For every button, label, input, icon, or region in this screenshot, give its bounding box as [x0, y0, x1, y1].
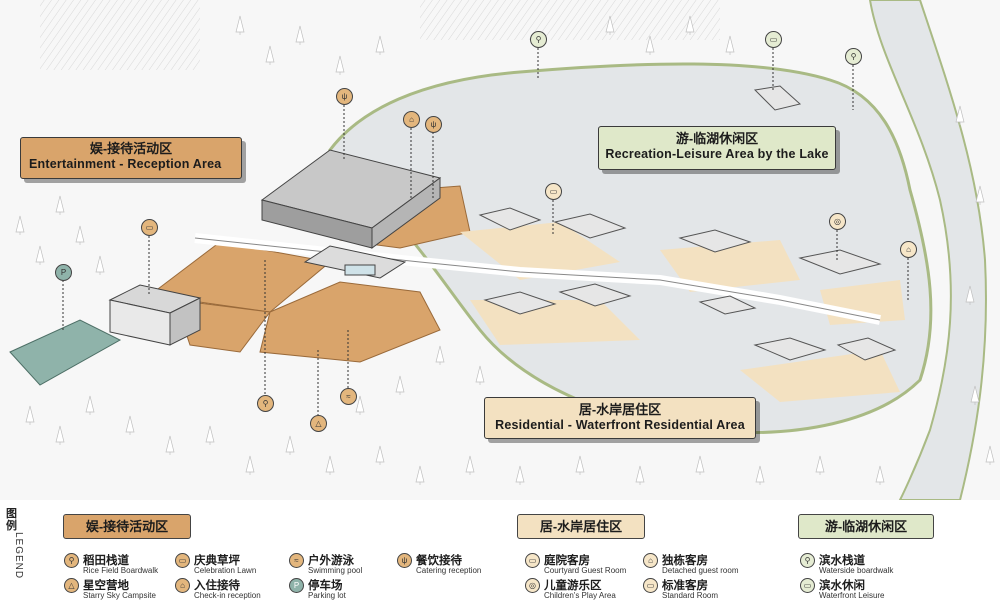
person-walking-icon: ⚲ [64, 553, 79, 568]
zone-entertainment-en: Entertainment - Reception Area [29, 157, 222, 172]
legend-courtyard-en: Courtyard Guest Room [544, 566, 627, 575]
house-icon: ⌂ [900, 241, 917, 258]
person-walking-icon: ⚲ [257, 395, 274, 412]
callout-lines [62, 48, 909, 415]
legend-boardwalk-en: Waterside boardwalk [819, 566, 894, 575]
hatched-field-top [420, 0, 720, 40]
legend-lawn-en: Celebration Lawn [194, 566, 257, 575]
zone-recreation-en: Recreation-Leisure Area by the Lake [605, 147, 829, 162]
tent-icon: △ [310, 415, 327, 432]
hatched-field-left [40, 0, 200, 70]
legend-checkin-en: Check-in reception [194, 591, 261, 600]
parking-lot-area [9, 319, 122, 386]
legend-head-entertainment: 娱-接待活动区 [63, 514, 191, 539]
zone-residential-en: Residential - Waterfront Residential Are… [495, 418, 745, 433]
person-walking-icon-2: ⚲ [800, 553, 815, 568]
res-pad-4 [740, 350, 900, 402]
legend-catering-cn: 餐饮接待 [416, 555, 462, 567]
legend-rice-field-cn: 稻田栈道 [83, 555, 129, 567]
legend-boardwalk-cn: 滨水栈道 [819, 555, 865, 567]
person-walking-icon-2: ⚲ [530, 31, 547, 48]
legend-head-recreation: 游-临湖休闲区 [798, 514, 934, 539]
cutlery-icon: ψ [397, 553, 412, 568]
cutlery-icon: ψ [336, 88, 353, 105]
legend-standard-en: Standard Room [662, 591, 719, 600]
reception-building [260, 149, 442, 249]
legend-parking-cn: 停车场 [308, 580, 343, 592]
legend-play-en: Children's Play Area [544, 591, 616, 600]
play-icon: ◎ [829, 213, 846, 230]
person-walking-icon-3: ⚲ [845, 48, 862, 65]
legend-leisure-en: Waterfront Leisure [819, 591, 885, 600]
room-icon: ▭ [643, 578, 658, 593]
legend-pool-cn: 户外游泳 [308, 555, 354, 567]
zone-label-recreation: 游-临湖休闲区 Recreation-Leisure Area by the L… [598, 126, 836, 170]
rice-field-c [259, 281, 441, 363]
swimmer-icon: ≈ [289, 553, 304, 568]
zone-recreation-cn: 游-临湖休闲区 [675, 131, 759, 146]
legend-campsite-en: Starry Sky Campsite [83, 591, 156, 600]
pool-building [303, 245, 407, 279]
river [868, 0, 987, 500]
legend-play-cn: 儿童游乐区 [544, 580, 602, 592]
cutlery-icon-2: ψ [425, 116, 442, 133]
legend-parking-en: Parking lot [308, 591, 346, 600]
reception-icon: ⌂ [403, 111, 420, 128]
legend-lawn-cn: 庆典草坪 [194, 555, 240, 567]
leisure-icon: ▭ [800, 578, 815, 593]
room-icon: ▭ [545, 183, 562, 200]
lawn-icon: ▭ [141, 219, 158, 236]
legend-detached-en: Detached guest room [662, 566, 739, 575]
legend-pool-en: Swimming pool [308, 566, 363, 575]
legend-detached-cn: 独栋客房 [662, 555, 708, 567]
house-icon: ⌂ [643, 553, 658, 568]
tent-icon: △ [64, 578, 79, 593]
play-icon: ◎ [525, 578, 540, 593]
zone-residential-cn: 居-水岸居住区 [578, 402, 662, 417]
legend-campsite-cn: 星空营地 [83, 580, 129, 592]
checkin-building [108, 284, 202, 346]
legend-title-en: LEGEND [13, 532, 24, 580]
legend-catering-en: Catering reception [416, 566, 482, 575]
parking-icon: P [289, 578, 304, 593]
parking-icon: P [55, 264, 72, 281]
reception-icon: ⌂ [175, 578, 190, 593]
guest-houses [478, 85, 897, 361]
swimmer-icon: ≈ [340, 388, 357, 405]
lawn-icon: ▭ [175, 553, 190, 568]
legend-courtyard-cn: 庭院客房 [544, 555, 590, 567]
legend-rice-field-en: Rice Field Boardwalk [83, 566, 159, 575]
leisure-icon: ▭ [765, 31, 782, 48]
legend-head-residential: 居-水岸居住区 [517, 514, 645, 539]
legend-checkin-cn: 入住接待 [194, 580, 240, 592]
res-pad-1 [460, 222, 620, 280]
legend-leisure-cn: 滨水休闲 [819, 580, 865, 592]
zone-label-residential: 居-水岸居住区 Residential - Waterfront Residen… [484, 397, 756, 439]
zone-label-entertainment: 娱-接待活动区 Entertainment - Reception Area [20, 137, 242, 179]
zone-entertainment-cn: 娱-接待活动区 [89, 141, 173, 156]
courtyard-icon: ▭ [525, 553, 540, 568]
legend-standard-cn: 标准客房 [662, 580, 708, 592]
res-pad-2 [660, 240, 800, 292]
legend-title-cn: 图例 [6, 508, 17, 532]
